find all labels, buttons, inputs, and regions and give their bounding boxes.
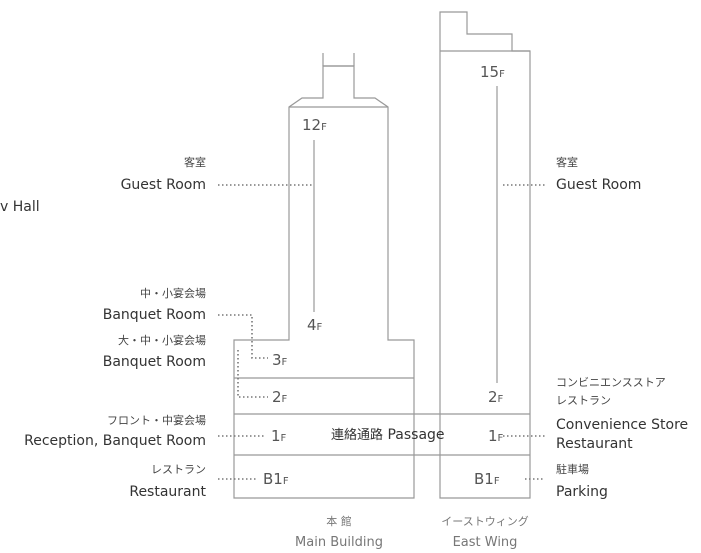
- east-wing-outline: [439, 11, 531, 499]
- right-parking-jp: 駐車場: [556, 463, 589, 476]
- east-floor-1f: 1F: [488, 427, 504, 445]
- left-guest-room-en: Guest Room: [120, 177, 206, 193]
- right-guest-room-jp: 客室: [556, 156, 578, 169]
- main-floor-1f: 1F: [271, 427, 287, 445]
- east-floor-2f: 2F: [488, 388, 504, 406]
- left-banquet-large-jp: 大・中・小宴会場: [118, 334, 206, 347]
- main-floor-4f: 4F: [307, 316, 323, 334]
- left-edge-hall-fragment: v Hall: [0, 199, 40, 215]
- right-restaurant-jp: レストラン: [556, 394, 611, 407]
- east-floor-15f: 15F: [480, 63, 505, 81]
- left-restaurant-en: Restaurant: [129, 484, 206, 500]
- right-guest-room-en: Guest Room: [556, 177, 642, 193]
- right-parking-en: Parking: [556, 484, 608, 500]
- left-reception-jp: フロント・中宴会場: [107, 414, 206, 427]
- main-floor-3f: 3F: [272, 351, 288, 369]
- east-floor-b1f: B1F: [474, 470, 500, 488]
- east-wing-name-jp: イーストウィング: [441, 515, 529, 528]
- left-reception-en: Reception, Banquet Room: [24, 433, 206, 449]
- left-guest-room-jp: 客室: [184, 156, 206, 169]
- main-building-name-jp: 本 館: [326, 515, 352, 528]
- leader-left-banquet-small: [218, 314, 268, 359]
- main-building-name-en: Main Building: [295, 535, 383, 550]
- leader-left-banquet-large: [237, 350, 268, 398]
- right-convenience-jp: コンビニエンスストア: [556, 376, 666, 389]
- right-convenience-en: Convenience Store: [556, 417, 689, 433]
- east-wing-name-en: East Wing: [452, 535, 518, 550]
- passage-label: 連絡通路 Passage: [331, 427, 445, 443]
- main-floor-12f: 12F: [302, 116, 327, 134]
- left-banquet-small-en: Banquet Room: [102, 307, 206, 323]
- left-banquet-small-jp: 中・小宴会場: [140, 287, 206, 300]
- main-floor-2f: 2F: [272, 388, 288, 406]
- left-banquet-large-en: Banquet Room: [102, 354, 206, 370]
- left-restaurant-jp: レストラン: [151, 463, 206, 476]
- right-restaurant-en: Restaurant: [556, 436, 633, 452]
- main-floor-b1f: B1F: [263, 470, 289, 488]
